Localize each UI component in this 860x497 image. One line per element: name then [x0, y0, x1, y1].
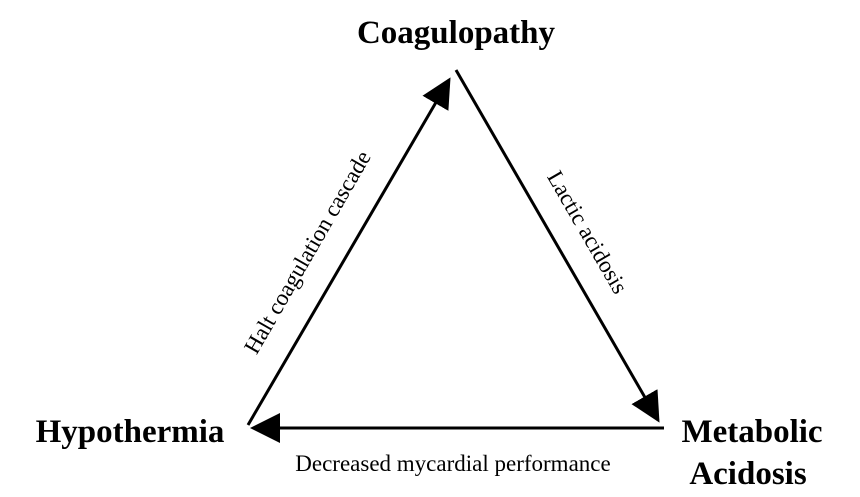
- node-metabolic-label: Metabolic: [681, 414, 822, 450]
- node-acidosis-label: Acidosis: [689, 456, 807, 492]
- node-coagulopathy-label: Coagulopathy: [357, 15, 556, 51]
- edge-label-decreased-performance: Decreased mycardial performance: [295, 451, 610, 476]
- edge-label-halt-coagulation: Halt coagulation cascade: [239, 146, 376, 358]
- edge-coagulopathy-to-acidosis: [454, 69, 660, 423]
- node-hypothermia-label: Hypothermia: [36, 414, 225, 450]
- edge-label-lactic-acidosis: Lactic acidosis: [542, 167, 632, 298]
- edge-hypothermia-to-coagulopathy: [246, 77, 451, 426]
